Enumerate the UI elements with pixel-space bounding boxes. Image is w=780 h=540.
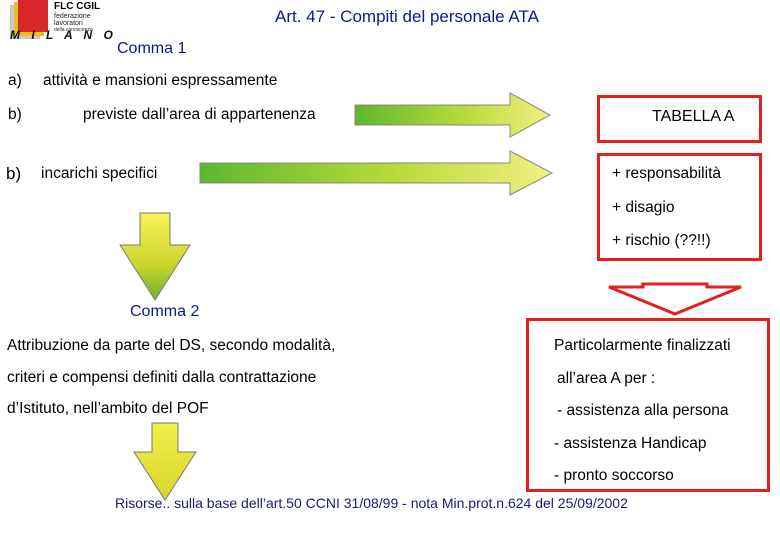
item-b2-marker: b) — [6, 164, 22, 183]
item-b2-text: incarichi specifici — [41, 165, 158, 182]
finalizzati-line-5: - pronto soccorso — [554, 467, 674, 484]
finalizzati-line-4: - assistenza Handicap — [554, 435, 707, 452]
finalizzati-line-2: all’area A per : — [557, 370, 656, 387]
tabella-a-label: TABELLA A — [652, 108, 735, 125]
logo-city: M I L A N O — [10, 28, 117, 42]
arrow-down-2 — [133, 422, 197, 501]
logo-graphic — [10, 0, 102, 39]
resp-line-1: + responsabilità — [612, 165, 721, 182]
resp-line-2: + disagio — [612, 199, 675, 216]
finalizzati-line-3: - assistenza alla persona — [557, 402, 729, 419]
item-b1-marker: b) — [8, 106, 22, 123]
arrow-right-1 — [354, 92, 552, 138]
finalizzati-box: Particolarmente finalizzati all’area A p… — [526, 318, 770, 492]
red-outline-arrow — [608, 282, 742, 316]
logo-sub1: federazione — [54, 13, 91, 20]
logo-sub3: della conoscenza — [54, 27, 93, 33]
tabella-a-box: TABELLA A — [597, 95, 762, 143]
comma1-heading: Comma 1 — [117, 40, 187, 57]
footer-note: Risorse.. sulla base dell’art.50 CCNI 31… — [115, 495, 628, 511]
comma2-left-line-2: criteri e compensi definiti dalla contra… — [7, 369, 317, 386]
item-a-marker: a) — [8, 72, 22, 89]
arrow-right-2 — [199, 150, 554, 196]
item-a-text: attività e mansioni espressamente — [43, 72, 278, 89]
responsabilita-box: + responsabilità + disagio + rischio (??… — [597, 153, 762, 261]
resp-line-3: + rischio (??!!) — [612, 232, 711, 249]
page-title: Art. 47 - Compiti del personale ATA — [275, 7, 539, 26]
arrow-down-1 — [119, 212, 191, 301]
comma2-left-line-1: Attribuzione da parte del DS, secondo mo… — [7, 337, 336, 354]
finalizzati-line-1: Particolarmente finalizzati — [554, 337, 731, 354]
logo-name: FLC CGIL — [54, 1, 101, 12]
item-b1-text: previste dall’area di appartenenza — [83, 106, 316, 123]
logo-sub2: lavoratori — [54, 20, 83, 27]
comma2-left-line-3: d’Istituto, nell’ambito del POF — [7, 400, 209, 417]
comma2-heading: Comma 2 — [130, 303, 200, 320]
